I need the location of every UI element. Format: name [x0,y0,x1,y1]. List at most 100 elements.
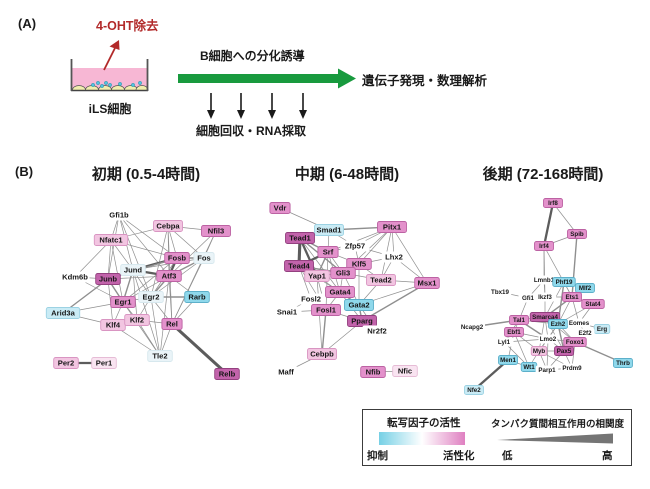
node-label-Tal1: Tal1 [513,317,525,324]
culture-dish [66,59,154,99]
ppi-wedge-icon [497,433,613,444]
node-box-Ebf1 [504,327,524,337]
node-box-Nfatc1 [93,234,129,246]
node-box-Ezh2 [548,319,568,329]
node-box-Gata4 [325,286,355,298]
node-box-Rarb [184,291,210,303]
node-box-Lmnb1 [532,275,556,285]
edge-Cebpa-Egr2 [150,225,169,298]
node-label-Klf4: Klf4 [106,321,121,330]
node-box-Irf4 [534,241,554,251]
node-label-Irf8: Irf8 [548,200,558,207]
node-label-Zfp57: Zfp57 [345,242,365,251]
network-title-late: 後期 (72-168時間) [482,166,604,183]
node-label-Cebpb: Cebpb [310,350,334,359]
node-label-Per1: Per1 [96,359,113,368]
node-label-Kdm6b: Kdm6b [62,273,88,282]
node-label-Nfib: Nfib [366,368,381,377]
node-box-Myb [530,346,548,356]
legend-activity-title: 転写因子の活性 [387,417,461,429]
edge-Nfatc1-Kdm6b [74,239,112,278]
node-box-Men1 [498,355,518,365]
node-label-Foxo1: Foxo1 [566,339,585,346]
node-box-Tal1 [509,315,529,325]
node-label-Lmo2: Lmo2 [540,336,557,343]
node-box-Irf8 [543,198,563,208]
node-box-Junb [95,273,121,285]
node-label-Tle2: Tle2 [152,352,167,361]
node-box-Lhx2 [381,251,407,263]
node-box-Tbx19 [488,287,512,297]
node-box-Cebpa [153,220,183,232]
edge-Pitx1-Msx1 [391,226,428,284]
node-label-Srf: Srf [323,248,334,257]
node-label-Tbx19: Tbx19 [491,289,509,296]
dish-label: iLS細胞 [88,102,132,116]
node-label-Nr2f2: Nr2f2 [367,327,386,336]
edge-Atf3-Rel [168,275,173,325]
node-box-Gfi1 [518,293,538,303]
node-label-Jund: Jund [124,266,143,275]
node-box-Gli3 [330,267,356,279]
node-label-Maff: Maff [278,368,294,377]
oht-removal-label: 4-OHT除去 [96,19,159,33]
node-box-Tead2 [366,274,396,286]
edge-Egr1-Tle2 [122,301,161,357]
node-box-Prdm9 [560,363,584,373]
node-box-Msx1 [414,277,440,289]
legend-box: 転写因子の活性 抑制 活性化 タンパク質間相互作用の相関度 低 高 [362,409,632,466]
node-label-Per2: Per2 [58,359,74,368]
node-label-Prdm9: Prdm9 [562,365,582,372]
node-box-Klf2 [124,314,150,326]
node-box-Lyl1 [494,337,514,347]
sampling-arrow [237,93,245,119]
node-label-Tead4: Tead4 [288,262,310,271]
node-label-Egr2: Egr2 [143,293,160,302]
node-label-Fosb: Fosb [168,254,187,263]
node-label-Fos: Fos [197,254,211,263]
node-box-Ikzf3 [533,292,557,302]
node-label-Lyl1: Lyl1 [498,339,511,346]
node-box-Spib [567,229,587,239]
node-label-Relb: Relb [219,370,236,379]
node-label-Rarb: Rarb [188,293,206,302]
node-label-Tead2: Tead2 [370,276,391,285]
node-box-Pitx1 [377,221,407,233]
node-label-E2f2: E2f2 [578,330,592,337]
edge-Egr2-Tle2 [150,296,161,357]
node-label-Cebpa: Cebpa [156,222,180,231]
edge-Rel-Relb [170,322,229,376]
edge-Gfi1b-Fosb [118,214,178,259]
edge-Jund-Tle2 [132,269,161,357]
node-box-Maff [273,366,299,378]
node-label-Gata2: Gata2 [348,301,369,310]
edge-Tead1-Gata4 [299,237,341,293]
node-box-Smad1 [314,224,344,236]
node-box-Klf5 [346,258,372,270]
node-label-Smad1: Smad1 [317,226,343,235]
node-label-Klf2: Klf2 [130,316,144,325]
node-label-Arid3a: Arid3a [51,309,75,318]
node-box-Foxo1 [563,337,587,347]
node-label-Msx1: Msx1 [418,279,438,288]
edge-Gfi1b-Junb [107,214,120,280]
node-label-Nfatc1: Nfatc1 [99,236,123,245]
analysis-label: 遺伝子発現・数理解析 [362,74,488,88]
differentiation-label: B細胞への分化誘導 [200,49,305,63]
node-label-Irf4: Irf4 [539,243,549,250]
edge-Nfatc1-Junb [107,239,112,280]
node-box-Stat4 [581,299,605,309]
node-label-Klf5: Klf5 [352,260,367,269]
node-label-Nfil3: Nfil3 [208,227,224,236]
edge-Gfi1b-Atf3 [118,214,170,277]
edge-Msx1-Pparg [361,282,428,322]
node-box-Pax5 [554,346,574,356]
panel-b-label: (B) [15,164,34,179]
node-box-Tle2 [147,350,173,362]
node-label-Ezh2: Ezh2 [551,321,566,328]
node-label-Atf3: Atf3 [162,272,177,281]
